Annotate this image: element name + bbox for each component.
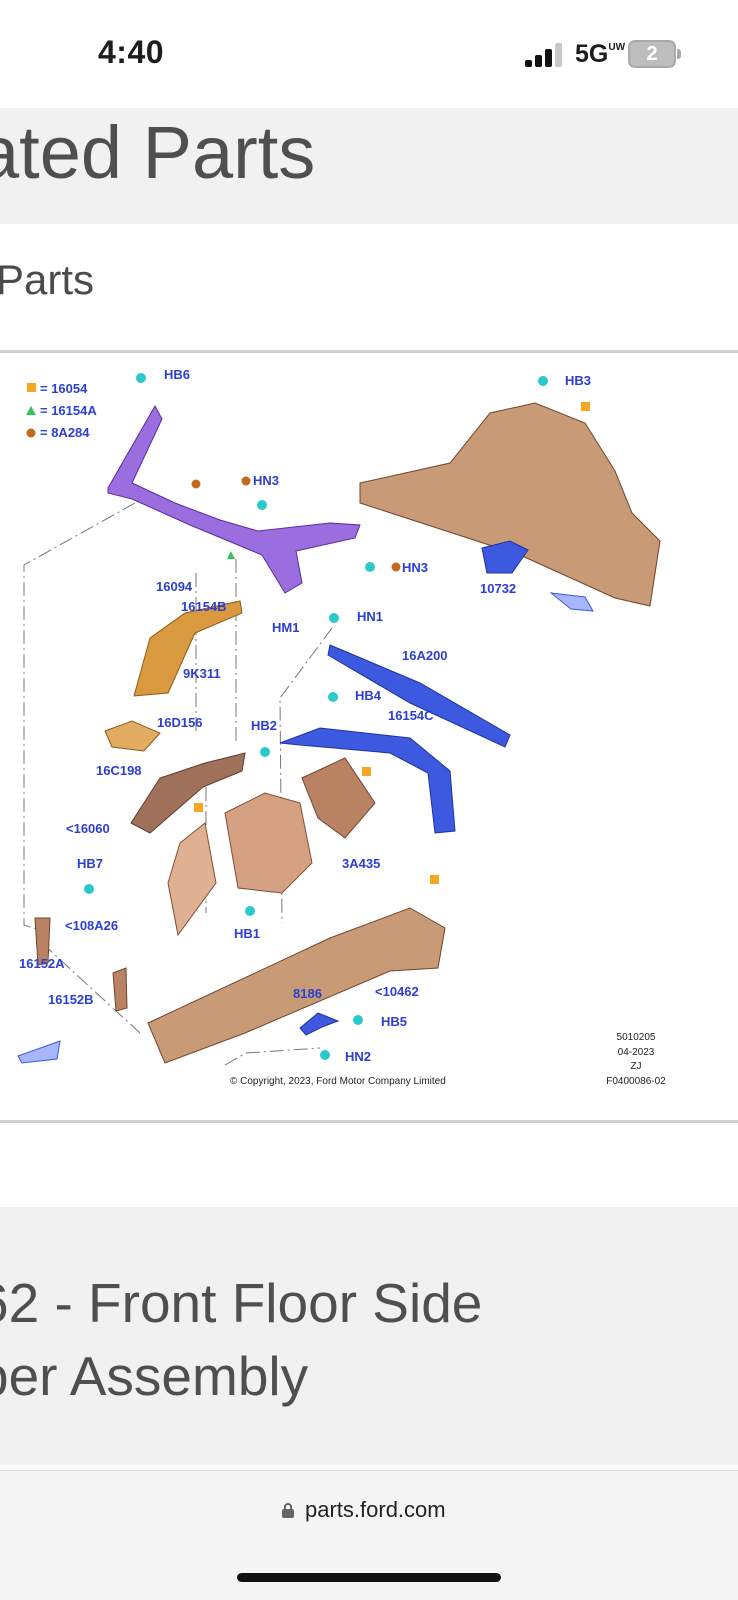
callout-hn1: HN1 (357, 609, 383, 624)
signal-bars-icon (525, 43, 565, 67)
front-direction-arrow-right (549, 592, 594, 612)
purple-crossmember (107, 404, 361, 594)
part-16060-rail (130, 752, 246, 834)
nut-hn3 (257, 500, 267, 510)
diagram-code: ZJ (630, 1061, 641, 1072)
status-bar: 4:40 5GUW 2 (0, 0, 738, 108)
callout-9k311: 9K311 (183, 666, 221, 681)
bolt-hb3 (538, 376, 548, 386)
part-8186-bracket (299, 1012, 340, 1036)
callout-hb6: HB6 (164, 367, 190, 382)
diagram-date: 04-2023 (618, 1047, 655, 1058)
callout-16152b: 16152B (48, 992, 94, 1007)
part-16c198-bracket (104, 720, 161, 752)
part-10732-bracket (481, 540, 529, 574)
callout-16060: <16060 (66, 821, 110, 836)
callout-hn2: HN2 (345, 1049, 371, 1064)
url-display[interactable]: parts.ford.com (282, 1497, 446, 1523)
callout-16154b: 16154B (181, 599, 227, 614)
related-parts-banner: ated Parts (0, 108, 738, 224)
bolt-hb6 (136, 373, 146, 383)
parts-artwork (17, 373, 661, 1064)
callout-hb3: HB3 (565, 373, 591, 388)
part-16152a-bracket (34, 917, 51, 966)
copyright-text: © Copyright, 2023, Ford Motor Company Li… (230, 1076, 446, 1087)
callout-16152a: 16152A (19, 956, 65, 971)
diagram-metadata: 5010205 04-2023 ZJ F0400086-02 © Copyrig… (230, 1032, 666, 1087)
callout-3a435: 3A435 (342, 856, 380, 871)
callout-16a200: 16A200 (402, 648, 448, 663)
part-result-card[interactable]: 62 - Front Floor Side ber Assembly (0, 1207, 738, 1465)
callout-hb4: HB4 (355, 688, 382, 703)
part-title-line-1[interactable]: 62 - Front Floor Side (0, 1272, 483, 1334)
nut-hn2 (320, 1050, 330, 1060)
legend: = 16054 = 16154A = 8A284 (26, 381, 97, 440)
diagram-figure-number: F0400086-02 (606, 1076, 666, 1087)
bolt-hb1 (245, 906, 255, 916)
bolt-hb7 (84, 884, 94, 894)
callout-labels: HB6 HN3 HN3 HB3 10732 16094 16154B HM1 H… (19, 367, 591, 1064)
shock-tower (224, 792, 313, 894)
callout-108a26: <108A26 (65, 918, 118, 933)
callout-10732: 10732 (480, 581, 516, 596)
callout-10462: <10462 (375, 984, 419, 999)
network-indicator: 5GUW (575, 40, 626, 68)
bolt-hb5 (353, 1015, 363, 1025)
content-spacer (0, 1123, 738, 1207)
callout-hb5: HB5 (381, 1014, 407, 1029)
part-title-line-2[interactable]: ber Assembly (0, 1345, 309, 1407)
callout-8186: 8186 (293, 986, 322, 1001)
clock: 4:40 (98, 34, 165, 70)
front-direction-arrow-left (17, 1040, 61, 1064)
front-apron-assembly (359, 402, 661, 607)
left-panel (167, 822, 217, 937)
callout-hb1: HB1 (234, 926, 260, 941)
callout-16154c: 16154C (388, 708, 434, 723)
bolt-hb4 (328, 692, 338, 702)
part-10462-floor-side-member (147, 907, 446, 1064)
part-16152b-bracket (112, 967, 128, 1012)
nut-hn3-right (365, 562, 375, 572)
lock-icon (282, 1503, 294, 1518)
home-indicator[interactable] (237, 1573, 501, 1582)
part-16154c-reinforcement (279, 727, 456, 834)
part-3a435-support (301, 757, 376, 839)
exploded-parts-illustration: = 16054 = 16154A = 8A284 (17, 367, 666, 1087)
section-title: Parts (0, 256, 95, 303)
callout-hb7: HB7 (77, 856, 103, 871)
section-header: Parts (0, 224, 738, 349)
callout-16d156: 16D156 (157, 715, 203, 730)
legend-triangle-label: = 16154A (40, 403, 97, 418)
parts-diagram[interactable]: = 16054 = 16154A = 8A284 (0, 350, 738, 1123)
battery-icon: 2 (628, 40, 676, 68)
nut-hn1 (329, 613, 339, 623)
part-9k311-reinforcement (133, 600, 243, 697)
legend-circle-label: = 8A284 (40, 425, 90, 440)
callout-hn3-top: HN3 (253, 473, 279, 488)
battery-tip (677, 49, 681, 59)
bolt-hb2 (260, 747, 270, 757)
part-16a200-rail (327, 644, 511, 748)
diagram-number: 5010205 (617, 1032, 656, 1043)
callout-hb2: HB2 (251, 718, 277, 733)
url-text: parts.ford.com (305, 1497, 446, 1522)
callout-hm1: HM1 (272, 620, 299, 635)
callout-16094: 16094 (156, 579, 193, 594)
page-title: ated Parts (0, 111, 316, 194)
legend-square-label: = 16054 (40, 381, 88, 396)
callout-hn3-right: HN3 (402, 560, 428, 575)
callout-16c198: 16C198 (96, 763, 142, 778)
